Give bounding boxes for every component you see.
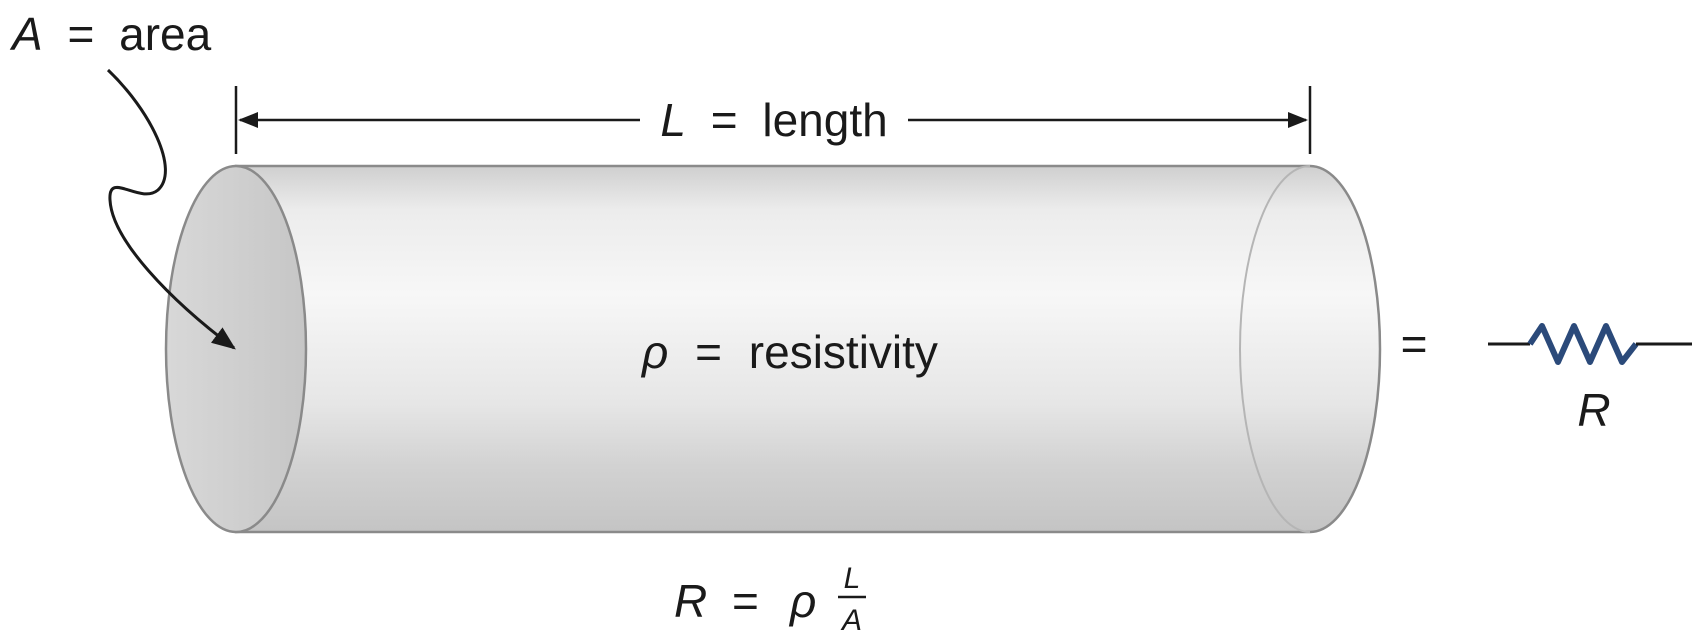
cylinder-right-end: [1239, 165, 1311, 533]
length-equals: =: [711, 94, 738, 146]
resistivity-label: ρ = resistivity: [640, 326, 938, 378]
cylinder-body: [234, 164, 1382, 534]
resistivity-equals: =: [695, 326, 722, 378]
cylinder: [164, 164, 1382, 534]
formula-lhs: R: [674, 575, 707, 627]
resistor-zigzag: [1527, 323, 1639, 365]
area-squiggle-arrow: [106, 68, 236, 350]
resistivity-text: resistivity: [749, 326, 938, 378]
formula-numerator: L: [844, 562, 861, 595]
resistor-symbol: R: [1488, 323, 1692, 436]
area-label: A = area: [9, 8, 212, 60]
length-text: length: [762, 94, 887, 146]
formula-denominator: A: [840, 604, 862, 636]
area-text: area: [119, 8, 211, 60]
cylinder-left-cap: [164, 164, 308, 534]
length-label: L = length: [660, 94, 887, 146]
formula-rho: ρ: [788, 575, 816, 627]
length-symbol: L: [660, 94, 686, 146]
length-dimension: L = length: [234, 86, 1312, 154]
area-symbol: A: [9, 8, 43, 60]
area-equals: =: [67, 8, 94, 60]
formula-equals: =: [732, 575, 759, 627]
resistivity-symbol: ρ: [640, 326, 668, 378]
equivalence-equals: =: [1401, 318, 1428, 370]
resistance-formula: R = ρ L A: [674, 562, 866, 636]
resistor-label: R: [1577, 384, 1610, 436]
area-annotation: A = area: [9, 8, 236, 350]
